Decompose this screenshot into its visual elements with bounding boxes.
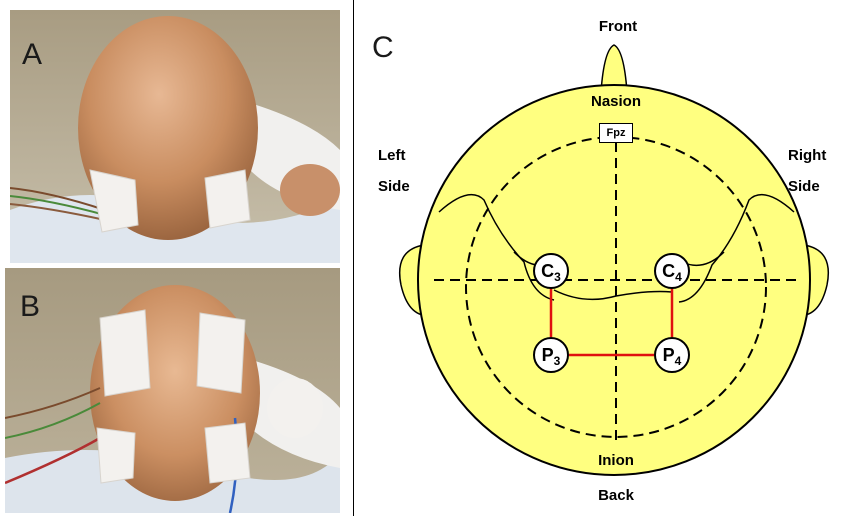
front-label: Front [599,18,637,35]
electrode-c4-letter: C [662,261,675,282]
electrode-c3-sub: 3 [554,270,561,284]
electrode-c3-letter: C [541,261,554,282]
panel-a-letter: A [22,40,42,70]
back-label: Back [598,487,634,504]
panel-c-letter: C [372,33,394,63]
electrode-p3-letter: P [542,345,554,366]
photo-a-image [10,10,340,263]
head-diagram [354,0,867,516]
photo-b-image [5,268,340,513]
right-side-label-2: Side [788,178,820,195]
panel-b-letter: B [20,292,40,322]
electrode-c4-sub: 4 [675,270,682,284]
fpz-box: Fpz [599,123,633,143]
nasion-label: Nasion [591,93,641,110]
left-side-label-1: Left [378,147,406,164]
electrode-p4-sub: 4 [675,354,682,368]
left-side-label-2: Side [378,178,410,195]
photo-panel-b [5,268,340,513]
head-diagram-panel: Front Nasion Fpz Left Side Right Side In… [353,0,867,516]
right-side-label-1: Right [788,147,826,164]
electrode-p4-letter: P [663,345,675,366]
photo-panel-a [10,10,340,263]
inion-label: Inion [598,452,634,469]
electrode-p3-sub: 3 [554,354,561,368]
